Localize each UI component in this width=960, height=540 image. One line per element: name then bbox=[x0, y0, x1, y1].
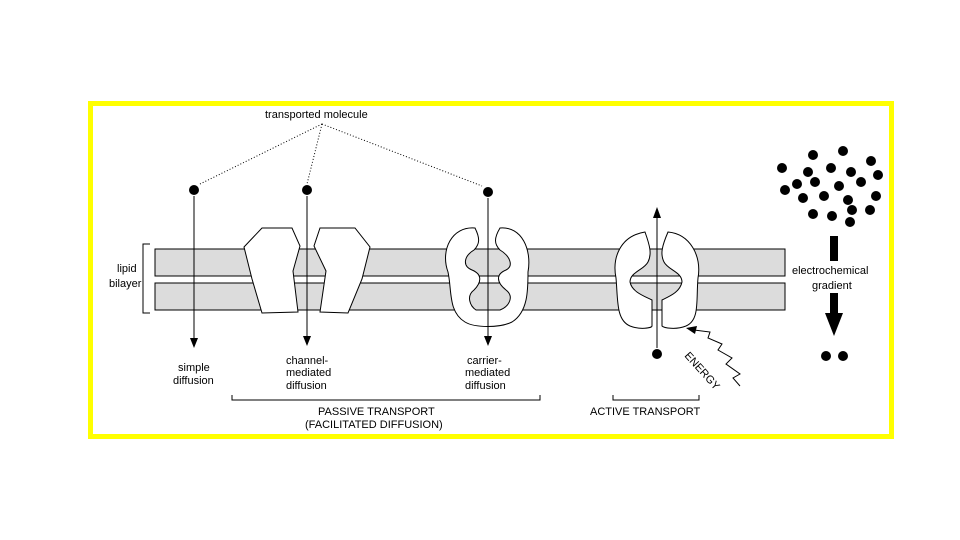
carrier-label-3: diffusion bbox=[465, 380, 506, 392]
carrier-diffusion-arrowhead bbox=[484, 336, 492, 346]
bilayer-label: bilayer bbox=[109, 278, 142, 290]
channel-protein-right bbox=[313, 227, 371, 314]
electrochemical-label: electrochemical bbox=[792, 265, 868, 277]
molecule-dot-simple bbox=[189, 185, 199, 195]
molecule-pointer-lines bbox=[199, 123, 483, 187]
gradient-arrow-shaft-bottom bbox=[830, 293, 838, 315]
gradient-molecule-cluster bbox=[777, 146, 883, 227]
channel-label-2: mediated bbox=[286, 367, 331, 379]
simple-diffusion-arrowhead bbox=[190, 338, 198, 348]
facilitated-diffusion-label: (FACILITATED DIFFUSION) bbox=[305, 419, 443, 431]
gradient-arrowhead bbox=[825, 313, 843, 336]
carrier-label-2: mediated bbox=[465, 367, 510, 379]
channel-diffusion-arrowhead bbox=[303, 336, 311, 346]
molecule-dot-channel bbox=[302, 185, 312, 195]
transported-molecule-label: transported molecule bbox=[265, 109, 368, 121]
molecule-dot-carrier bbox=[483, 187, 493, 197]
gradient-label: gradient bbox=[812, 280, 852, 292]
passive-transport-bracket bbox=[231, 395, 541, 401]
active-transport-arrowhead bbox=[653, 207, 661, 218]
simple-diffusion-label-1: simple bbox=[178, 362, 210, 374]
simple-diffusion-label-2: diffusion bbox=[173, 375, 214, 387]
carrier-label-1: carrier- bbox=[467, 355, 502, 367]
active-transport-label: ACTIVE TRANSPORT bbox=[590, 406, 701, 418]
passive-transport-label: PASSIVE TRANSPORT bbox=[318, 406, 435, 418]
channel-protein bbox=[243, 227, 371, 314]
molecule-dot-active bbox=[652, 349, 662, 359]
gradient-bottom-molecules bbox=[821, 351, 848, 361]
gradient-arrow-shaft-top bbox=[830, 236, 838, 261]
channel-label-1: channel- bbox=[286, 355, 329, 367]
lipid-label: lipid bbox=[117, 263, 137, 275]
active-pump-protein bbox=[614, 231, 700, 329]
energy-zigzag bbox=[693, 329, 741, 387]
channel-label-3: diffusion bbox=[286, 380, 327, 392]
energy-label: ENERGY bbox=[682, 350, 722, 393]
bilayer-bracket bbox=[142, 243, 150, 314]
channel-protein-left bbox=[243, 227, 301, 314]
carrier-protein bbox=[445, 227, 530, 327]
energy-arrowhead bbox=[686, 326, 697, 334]
active-transport-bracket bbox=[612, 395, 700, 401]
